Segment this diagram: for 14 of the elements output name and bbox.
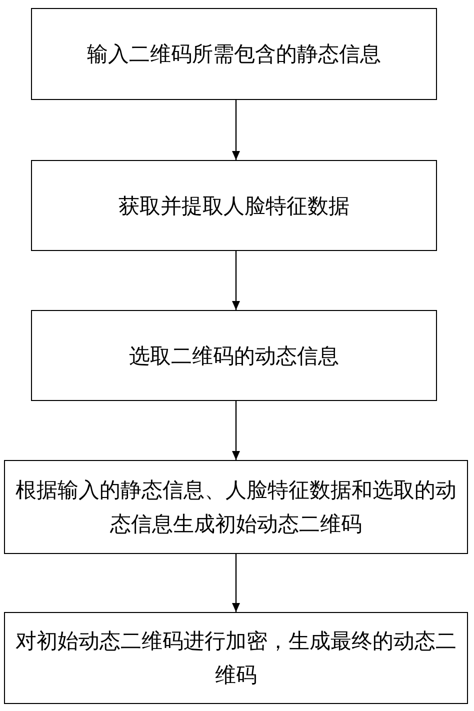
step-text: 输入二维码所需包含的静态信息 bbox=[87, 41, 381, 68]
process-box bbox=[4, 612, 468, 704]
step-text: 获取并提取人脸特征数据 bbox=[118, 192, 350, 220]
process-box bbox=[4, 460, 468, 554]
arrow bbox=[232, 251, 240, 310]
arrow bbox=[232, 554, 240, 612]
arrow bbox=[232, 100, 240, 160]
process-box bbox=[31, 8, 437, 100]
process-box bbox=[31, 310, 437, 401]
process-box bbox=[31, 160, 437, 251]
arrow bbox=[232, 401, 240, 460]
step-text: 对初始动态二维码进行加密，生成最终的动态二维码 bbox=[14, 628, 458, 689]
step-text: 选取二维码的动态信息 bbox=[129, 342, 339, 370]
step-text: 根据输入的静态信息、人脸特征数据和选取的动态信息生成初始动态二维码 bbox=[14, 477, 458, 538]
